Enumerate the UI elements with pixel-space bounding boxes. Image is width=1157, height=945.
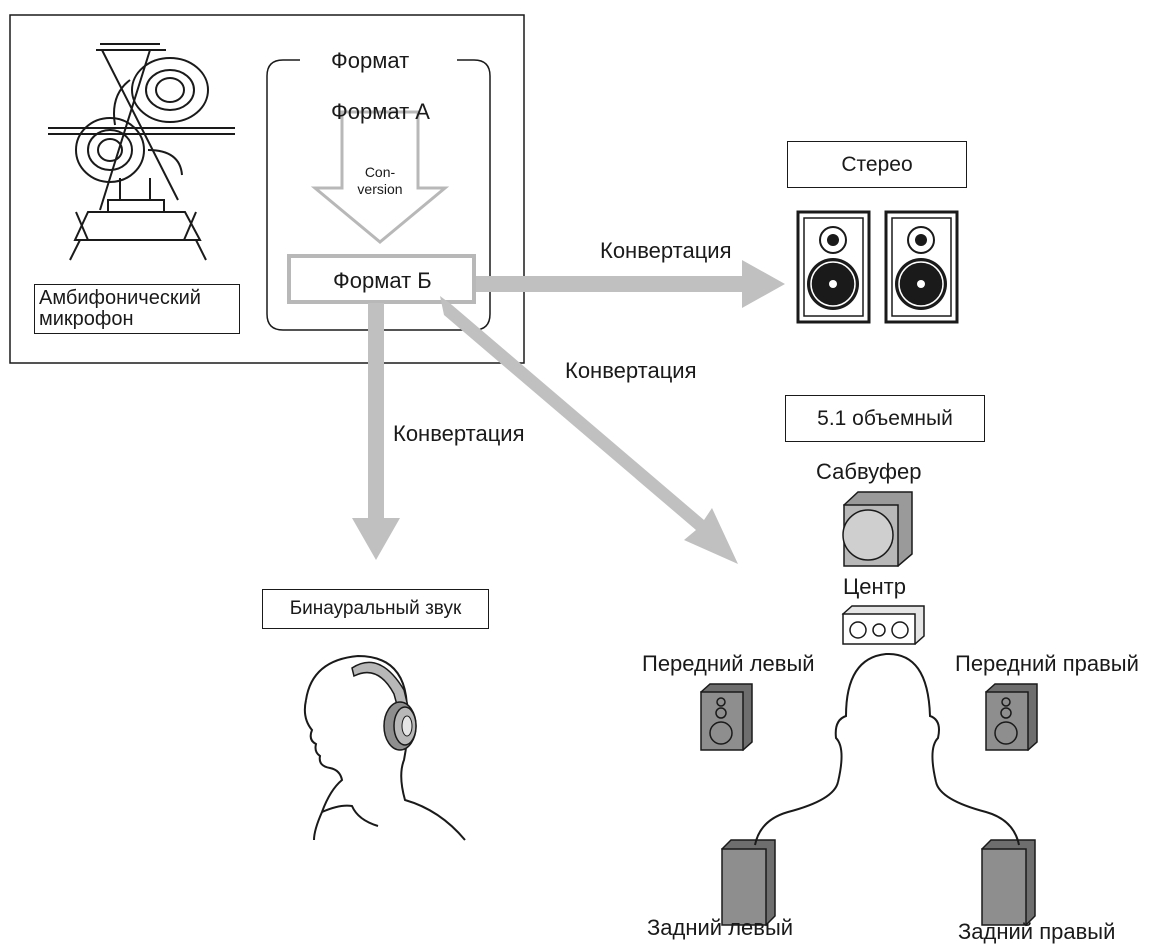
- arrow-to-binaural: [352, 303, 400, 560]
- arrow-to-surround: [440, 296, 738, 564]
- format-a-label: Формат А: [331, 99, 430, 124]
- format-group-title: Формат: [331, 48, 410, 73]
- format-b-frame: [287, 254, 476, 304]
- rear-left-speaker-icon: [721, 839, 776, 927]
- format-b-label: Формат Б: [333, 268, 432, 293]
- center-speaker-icon: [841, 605, 925, 645]
- center-label: Центр: [843, 574, 906, 599]
- surround-title-box: 5.1 объемный: [785, 395, 985, 442]
- conversion-to-stereo-label: Конвертация: [600, 238, 732, 263]
- front-left-label: Передний левый: [642, 651, 815, 676]
- binaural-title: Бинауральный звук: [289, 598, 462, 619]
- surround-title: 5.1 объемный: [817, 406, 953, 430]
- stereo-title-box: Стерео: [787, 141, 967, 188]
- subwoofer-icon: [842, 491, 913, 568]
- conversion-to-surround-label: Конвертация: [565, 358, 697, 383]
- rear-left-label: Задний левый: [647, 915, 794, 940]
- front-right-speaker-icon: [984, 683, 1038, 752]
- conversion-to-binaural-label: Конвертация: [393, 421, 525, 446]
- listener-head-icon: [754, 652, 1020, 846]
- binaural-title-box: Бинауральный звук: [262, 589, 489, 629]
- stereo-speaker-right-icon: [884, 210, 959, 324]
- source-panel: [9, 14, 525, 364]
- conversion-arrows: [352, 260, 785, 564]
- conversion-arrow-label: Con- version: [357, 164, 403, 197]
- stereo-speaker-left-icon: [796, 210, 871, 324]
- binaural-listener-icon: [303, 654, 466, 841]
- ambisonic-mic-icon: [48, 43, 235, 261]
- stereo-title: Стерео: [841, 152, 913, 176]
- rear-right-label: Задний правый: [958, 919, 1116, 944]
- subwoofer-label: Сабвуфер: [816, 459, 922, 484]
- rear-right-speaker-icon: [981, 839, 1036, 927]
- arrow-to-stereo: [476, 260, 785, 308]
- conversion-arrow: [310, 110, 450, 244]
- front-left-speaker-icon: [699, 683, 753, 752]
- front-right-label: Передний правый: [955, 651, 1139, 676]
- ambisonic-mic-label: Амбифонический микрофон: [34, 284, 240, 334]
